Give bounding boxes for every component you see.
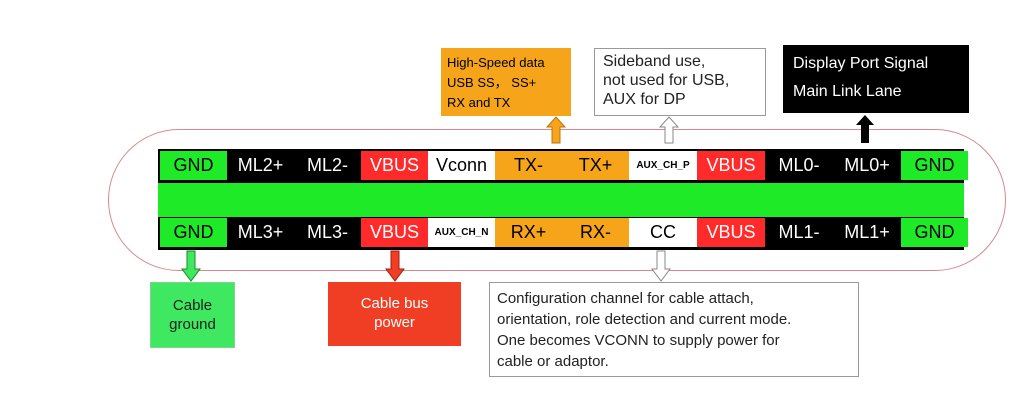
config-channel-line-1: Configuration channel for cable attach, <box>497 290 754 307</box>
pin-ml2-: ML2+ <box>227 151 294 180</box>
pin-ml0-: ML0+ <box>833 151 901 180</box>
display-port-callout: Display Port Signal Main Link Lane <box>783 45 969 113</box>
pin-vconn: Vconn <box>428 151 495 180</box>
pin-ml3-: ML3- <box>294 218 361 247</box>
cable-power-line-2: power <box>374 314 415 331</box>
pin-cc: CC <box>629 218 697 247</box>
pin-gnd: GND <box>901 218 968 247</box>
cable-ground-line-2: ground <box>169 316 216 333</box>
pin-vbus: VBUS <box>697 218 765 247</box>
up-arrow-orange-icon <box>546 116 566 144</box>
config-channel-callout: Configuration channel for cable attach, … <box>489 282 859 377</box>
sideband-callout: Sideband use, not used for USB, AUX for … <box>594 48 766 116</box>
down-arrow-green-icon <box>181 250 201 282</box>
pin-tx-: TX+ <box>562 151 629 180</box>
cable-ground-line-1: Cable <box>172 297 213 314</box>
cable-ground-callout: Cable ground <box>150 282 235 348</box>
display-port-line-1: Display Port Signal <box>793 55 929 72</box>
pin-rx-: RX- <box>562 218 629 247</box>
pin-aux-ch-n: AUX_CH_N <box>428 218 495 247</box>
pin-ml1-: ML1+ <box>833 218 901 247</box>
cable-power-line-1: Cable bus <box>360 295 429 312</box>
pin-aux-ch-p: AUX_CH_P <box>629 151 697 180</box>
up-arrow-white-icon <box>659 116 679 144</box>
pin-gnd: GND <box>160 218 227 247</box>
pin-ml2-: ML2- <box>294 151 361 180</box>
up-arrow-black-icon <box>856 115 874 143</box>
pin-gnd: GND <box>901 151 968 180</box>
pin-vbus: VBUS <box>361 218 428 247</box>
display-port-line-2: Main Link Lane <box>793 83 902 100</box>
high-speed-line-2: USB SS， SS+ <box>447 75 537 90</box>
pin-vbus: VBUS <box>697 151 765 180</box>
pin-ml0-: ML0- <box>765 151 833 180</box>
sideband-line-3: AUX for DP <box>603 91 686 108</box>
pin-vbus: VBUS <box>361 151 428 180</box>
cable-power-callout: Cable bus power <box>328 282 461 346</box>
config-channel-line-4: cable or adaptor. <box>497 353 609 370</box>
down-arrow-red-icon <box>385 250 405 282</box>
pin-rx-: RX+ <box>495 218 562 247</box>
connector-tongue <box>158 183 964 217</box>
pin-ml1-: ML1- <box>765 218 833 247</box>
config-channel-line-2: orientation, role detection and current … <box>497 311 792 328</box>
down-arrow-white-icon <box>651 250 671 282</box>
sideband-line-2: not used for USB, <box>603 72 730 89</box>
config-channel-line-3: One becomes VCONN to supply power for <box>497 332 780 349</box>
sideband-line-1: Sideband use, <box>603 53 706 70</box>
pin-tx-: TX- <box>495 151 562 180</box>
high-speed-line-1: High-Speed data <box>447 55 545 70</box>
high-speed-callout: High-Speed data USB SS， SS+ RX and TX <box>441 48 571 116</box>
pin-gnd: GND <box>160 151 227 180</box>
pin-ml3-: ML3+ <box>227 218 294 247</box>
high-speed-line-3: RX and TX <box>447 95 511 110</box>
